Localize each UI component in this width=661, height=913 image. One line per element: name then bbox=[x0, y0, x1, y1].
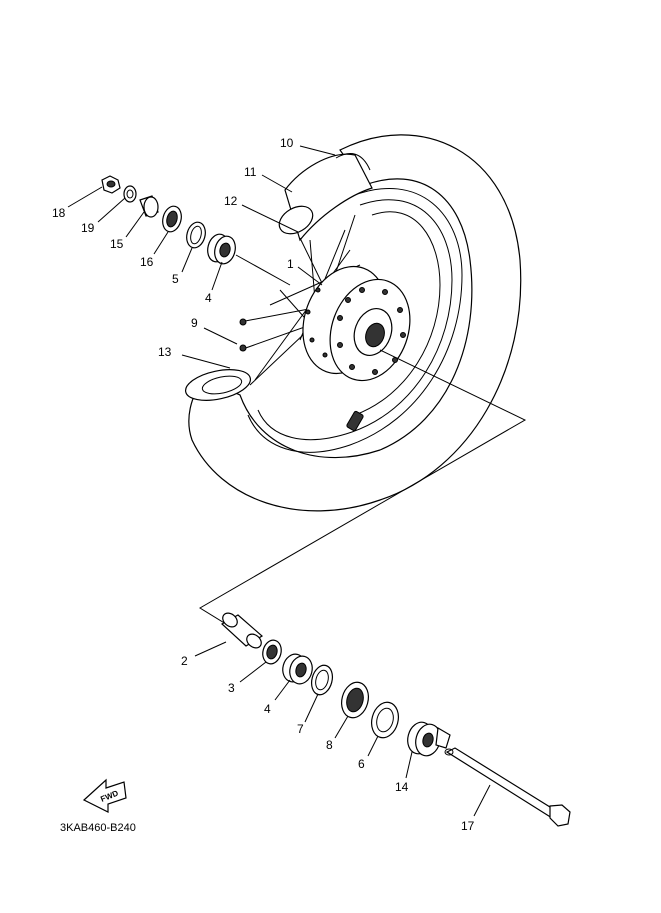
callout-labels: 10 11 12 1 18 19 15 16 5 4 9 13 2 3 4 7 … bbox=[52, 136, 475, 833]
callout-2: 2 bbox=[181, 654, 188, 668]
callout-11: 11 bbox=[244, 165, 257, 179]
callout-16: 16 bbox=[140, 255, 154, 269]
callout-9: 9 bbox=[191, 316, 198, 330]
callout-6: 6 bbox=[358, 757, 365, 771]
collar-6 bbox=[371, 701, 399, 739]
callout-3: 3 bbox=[228, 681, 235, 695]
callout-8: 8 bbox=[326, 738, 333, 752]
wheel-assembly bbox=[184, 134, 527, 641]
callout-18: 18 bbox=[52, 206, 66, 220]
tire bbox=[188, 134, 522, 512]
callout-15: 15 bbox=[110, 237, 124, 251]
callout-12: 12 bbox=[224, 194, 238, 208]
callout-13: 13 bbox=[158, 345, 172, 359]
upper-small-parts bbox=[101, 175, 236, 265]
callout-4-upper: 4 bbox=[205, 291, 212, 305]
circlip-5 bbox=[186, 221, 206, 249]
callout-19: 19 bbox=[81, 221, 95, 235]
callout-17: 17 bbox=[461, 819, 475, 833]
diagram-code: 3KAB460-B240 bbox=[60, 822, 136, 834]
forward-arrow-icon: FWD bbox=[82, 778, 127, 813]
callout-14: 14 bbox=[395, 780, 409, 794]
lower-parts bbox=[220, 612, 571, 827]
callout-7: 7 bbox=[297, 722, 304, 736]
callout-5: 5 bbox=[172, 272, 179, 286]
callout-4-lower: 4 bbox=[264, 702, 271, 716]
washer-19 bbox=[123, 185, 137, 203]
callout-10: 10 bbox=[280, 136, 294, 150]
valve-icon bbox=[346, 410, 364, 432]
callout-1: 1 bbox=[287, 257, 294, 271]
leader-lines bbox=[67, 145, 491, 817]
axle-17 bbox=[445, 747, 559, 819]
